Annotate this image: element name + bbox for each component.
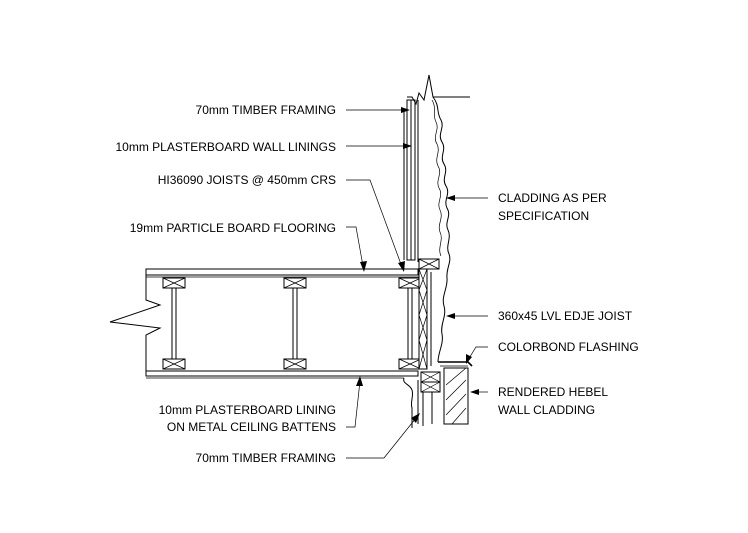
floor-assembly [109, 268, 420, 379]
break-line-upper [407, 74, 470, 106]
lvl-edge-joist [418, 258, 441, 393]
label-timber-framing-bottom: 70mm TIMBER FRAMING [196, 451, 336, 465]
label-hebel-line2: WALL CLADDING [498, 403, 595, 417]
label-particle-board: 19mm PARTICLE BOARD FLOORING [130, 221, 336, 235]
label-flashing: COLORBOND FLASHING [498, 340, 639, 354]
ceiling-cornice [403, 377, 414, 428]
label-ceiling-lining-line1: 10mm PLASTERBOARD LINING [159, 403, 336, 417]
hebel-cladding [438, 361, 473, 425]
i-joist-3 [398, 277, 422, 370]
break-line-left [109, 269, 162, 376]
label-timber-framing-top: 70mm TIMBER FRAMING [196, 103, 336, 117]
i-joist-2 [283, 277, 307, 370]
label-edge-joist: 360x45 LVL EDJE JOIST [498, 309, 633, 323]
ceiling-plasterboard [145, 370, 419, 377]
upper-wall [403, 74, 470, 363]
label-cladding-line1: CLADDING AS PER [498, 191, 607, 205]
labels-right: CLADDING AS PER SPECIFICATION 360x45 LVL… [498, 191, 639, 417]
i-joist-1 [162, 277, 186, 370]
cladding-profile [432, 96, 451, 363]
leaders-left [346, 107, 420, 459]
leaders-right [446, 195, 488, 395]
colorbond-flashing [438, 361, 473, 367]
label-cladding-line2: SPECIFICATION [498, 209, 589, 223]
label-plasterboard-wall: 10mm PLASTERBOARD WALL LININGS [116, 140, 337, 154]
particle-board-flooring [145, 268, 419, 276]
label-hebel-line1: RENDERED HEBEL [498, 385, 608, 399]
labels-left: 70mm TIMBER FRAMING 10mm PLASTERBOARD WA… [116, 103, 337, 465]
label-ceiling-lining-line2: ON METAL CEILING BATTENS [167, 420, 336, 434]
label-joists: HI36090 JOISTS @ 450mm CRS [158, 173, 336, 187]
